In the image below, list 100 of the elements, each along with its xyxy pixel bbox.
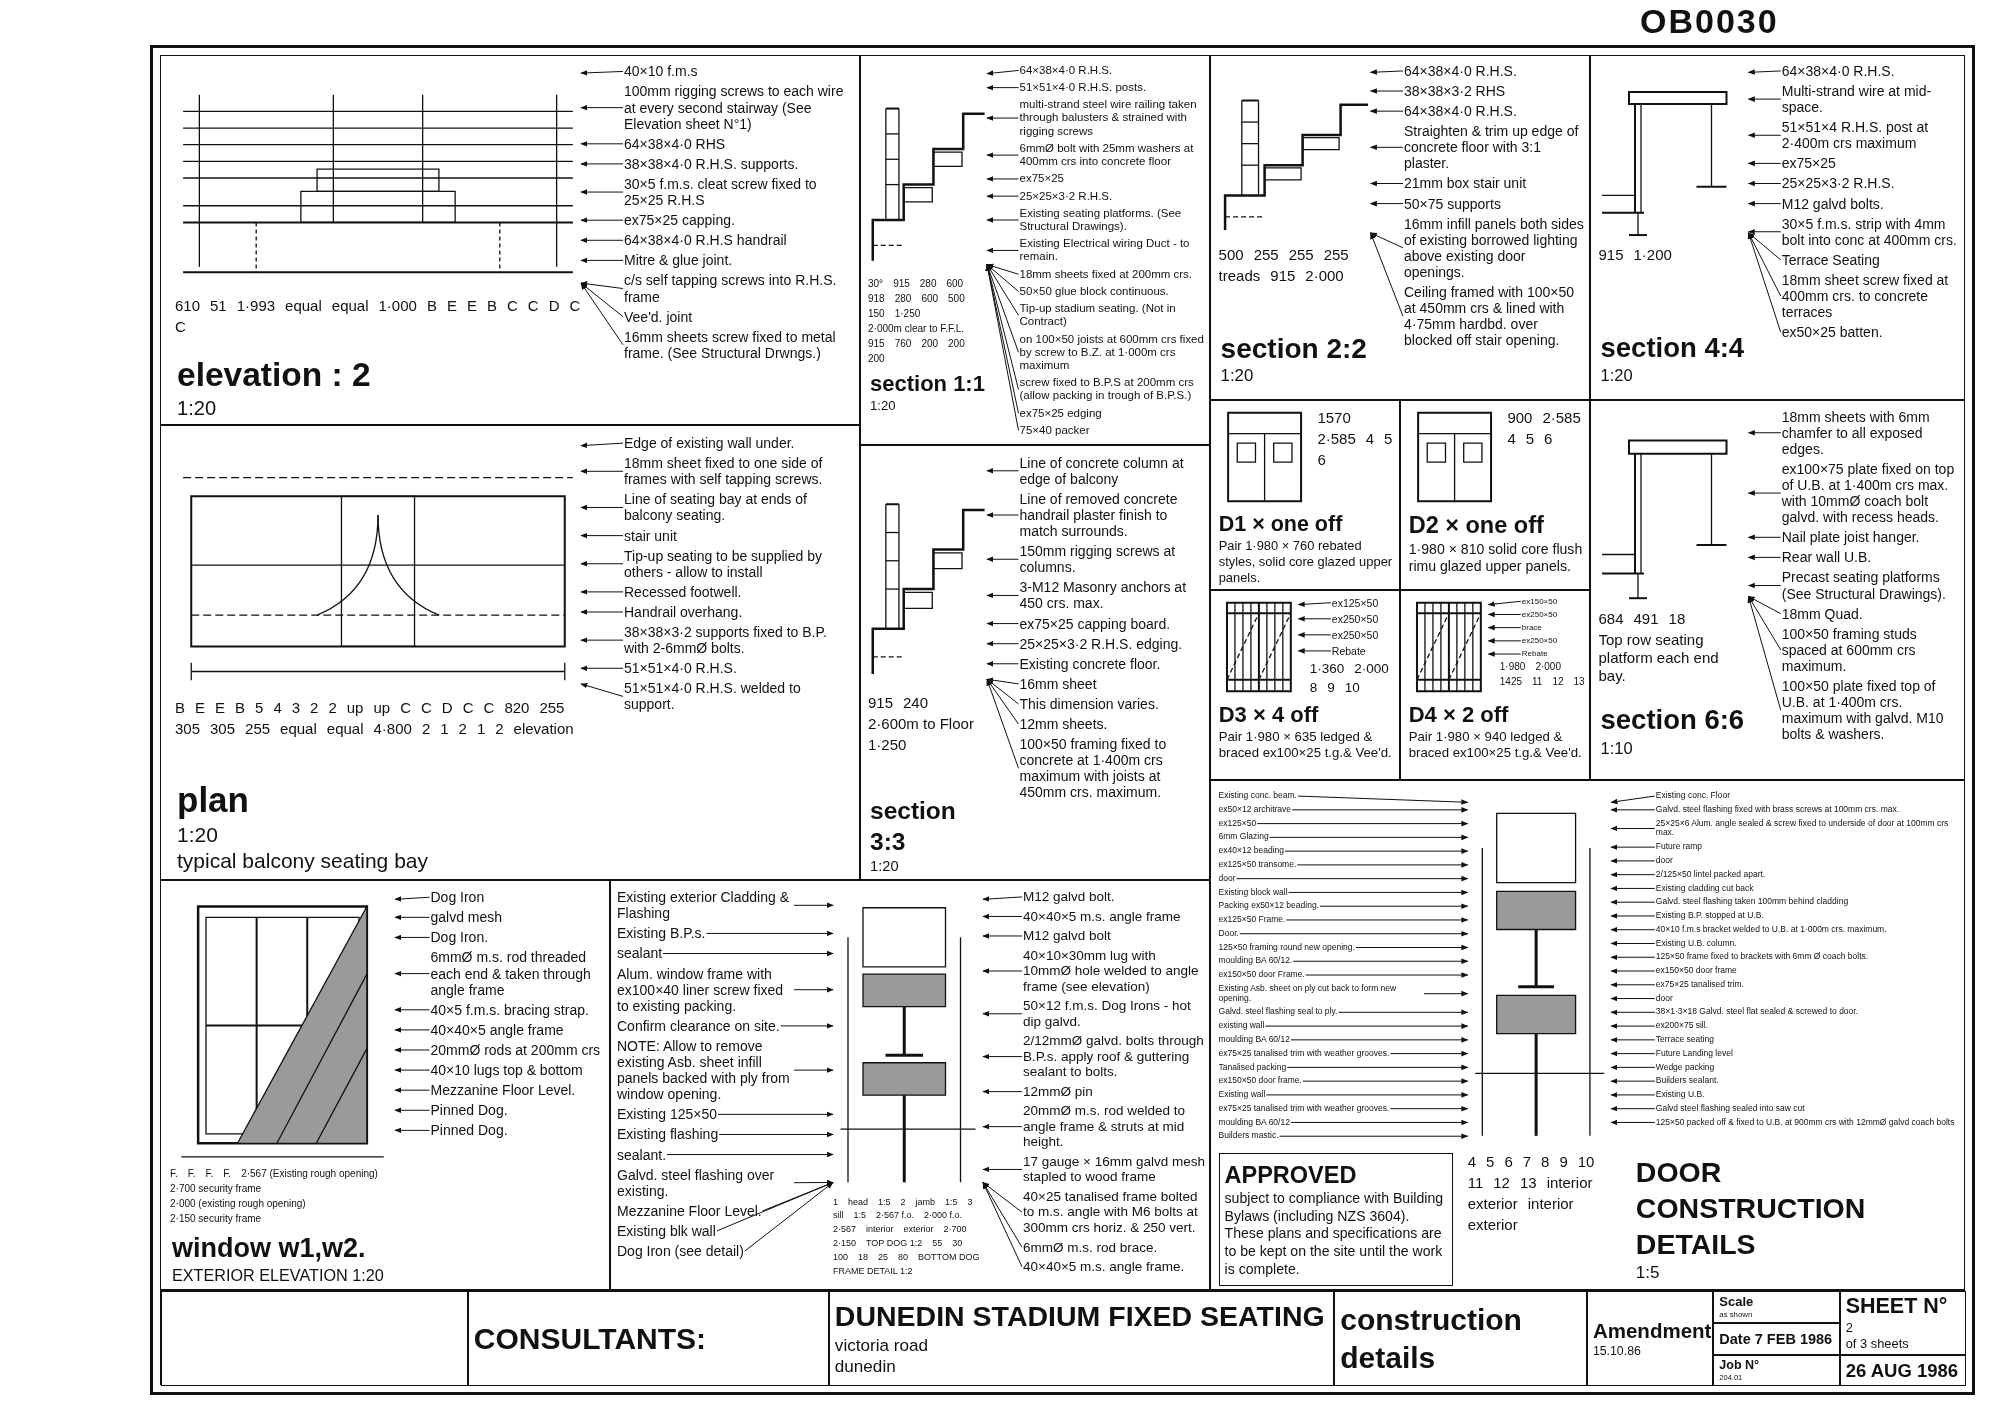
leader-line [1610, 940, 1656, 947]
drawing-label: 500 [948, 293, 965, 306]
drawing-label: 305 [210, 720, 236, 738]
leader-line [1747, 180, 1782, 187]
annotation-note: 75×40 packer [1019, 423, 1090, 438]
annotation-note: Ceiling framed with 100×50 at 450mm crs & lined with 4·75mm hardbd. over blocked off stair opening. [1404, 284, 1588, 349]
drawing-label: F. [205, 1168, 214, 1180]
leader-line [580, 70, 624, 76]
annotation-note: M12 galvd bolt [1023, 928, 1111, 944]
annotation-note: 40×25 tanalised frame bolted to m.s. angle with M6 bolts at 300mm crs horiz. & 250 vert. [1023, 1188, 1205, 1236]
annotation-note: 25×25×3·2 R.H.S. [1781, 175, 1895, 192]
view-caption: Pair 1·980 × 635 ledged & braced ex100×25 t.g.& Vee'd. [1218, 728, 1393, 762]
drawing-label: 200 [868, 353, 885, 365]
annotation-note: 21mm box stair unit [1404, 175, 1527, 192]
annotation-note: existing wall [1218, 1021, 1265, 1031]
annotation-note: 64×38×4·0 R.H.S. [1404, 103, 1517, 120]
approval-stamp [1218, 1153, 1453, 1286]
annotation-note: on 100×50 joists at 600mm crs fixed by screw to B.Z. at 1·000m crs maximum [1019, 332, 1208, 373]
drawing-label: jamb [915, 1196, 936, 1208]
leader-line [1319, 903, 1469, 909]
title-block-text: Job N° [1719, 1357, 1761, 1374]
drawing-label: B [235, 699, 246, 717]
view-caption: Pair 1·980 × 760 rebated styles, solid core glazed upper panels. [1218, 538, 1394, 587]
annotation-note: Door. [1218, 928, 1239, 939]
annotation-note: Confirm clearance on site. [617, 1017, 780, 1034]
annotation-note: Builders mastic. [1218, 1131, 1279, 1142]
leader-line [394, 1067, 430, 1073]
title-block [160, 1290, 1965, 1385]
annotation-note: ex75×25 tanalised trim with weather grooves. [1218, 1048, 1390, 1059]
annotation-note: Galvd. steel flashing taken 100mm behind cladding [1655, 897, 1849, 908]
drawing-label: 255 [539, 699, 565, 717]
leader-line [394, 1087, 430, 1093]
leader-line [986, 176, 1019, 182]
drawing-label: 305 [175, 720, 201, 738]
drawing-label: 2 [310, 699, 319, 717]
drawing-label: 1·000 [378, 296, 417, 315]
drawing-label: D [548, 296, 560, 315]
leader-line [1369, 180, 1404, 187]
annotation-note: 40×10 lugs top & bottom [430, 1062, 583, 1079]
drawing-label: 915 [893, 278, 910, 291]
leader-line [1747, 69, 1782, 75]
drawing-label: 915 [868, 338, 885, 351]
drawing-label: 51 [210, 296, 227, 315]
leader-line [744, 1182, 834, 1252]
leader-line [1747, 595, 1782, 711]
annotation-note: ex50×25 batten. [1781, 324, 1883, 341]
annotation-note: door [1655, 993, 1673, 1004]
annotation-note: 2/12mmØ galvd. bolts through B.P.s. apply roof & guttering sealant to bolts. [1023, 1033, 1205, 1080]
leader-line [716, 1182, 834, 1232]
annotation-note: 64×38×4·0 R.H.S. [1404, 62, 1517, 79]
leader-line [1610, 982, 1656, 988]
leader-line [986, 152, 1019, 158]
leader-line [1286, 1064, 1469, 1071]
leader-line [580, 257, 624, 264]
leader-line [1610, 1064, 1656, 1071]
drawing-label: 255 [1323, 245, 1349, 264]
annotation-note: 18mm Quad. [1781, 605, 1863, 622]
drawing-label: 2 [458, 720, 467, 738]
drawing-label: B [175, 699, 185, 717]
leader-line [1297, 632, 1332, 638]
drawing-label: F. [223, 1168, 232, 1180]
drawing-label: equal [331, 296, 369, 315]
annotation-note: 18mm sheets with 6mm chamfer to all exposed edges. [1781, 408, 1963, 457]
annotation-note: 12mm sheets. [1019, 716, 1108, 733]
drawing-label: sill [833, 1210, 844, 1222]
leader-line [1747, 228, 1782, 235]
leader-line [1370, 232, 1404, 317]
view-title: D1 × one off [1218, 511, 1344, 539]
leader-line [1288, 889, 1469, 896]
leader-line [394, 1007, 430, 1013]
leader-line [1302, 1078, 1469, 1084]
drawing-label: 4 [1467, 1153, 1477, 1172]
title-block-text: 26 AUG 1986 [1845, 1358, 1960, 1382]
annotation-note: moulding BA 60/12. [1218, 956, 1293, 967]
drawing-label: 13 [1573, 676, 1585, 689]
leader-line [580, 637, 624, 643]
title-block-text: CONSULTANTS: [473, 1320, 708, 1357]
drawing-label: 200 [948, 338, 965, 351]
leader-line [1264, 1023, 1469, 1029]
annotation-note: Existing B.P.s. [617, 925, 706, 942]
drawing-label: 2·585 [1317, 429, 1356, 448]
annotation-note: Mitre & glue joint. [624, 252, 733, 269]
annotation-note: ex150×50 [1521, 596, 1558, 606]
annotation-note: 16mm sheet [1019, 675, 1097, 692]
leader-line [1305, 972, 1469, 978]
drawing-panel [160, 55, 860, 425]
leader-line [982, 1166, 1023, 1173]
drawing-label: treads [1218, 266, 1261, 285]
drawing-label: exterior [1467, 1216, 1518, 1235]
leader-line [986, 556, 1019, 563]
annotation-note: 40×5 f.m.s. bracing strap. [430, 1001, 589, 1018]
leader-line [717, 1111, 834, 1118]
drawing-label: 280 [894, 293, 912, 306]
annotation-note: 18mm sheets fixed at 200mm crs. [1019, 267, 1193, 281]
annotation-note: ex100×75 plate fixed on top of U.B. at 1·400m crs max. with 10mmØ coach bolt galvd. with recess heads. [1781, 460, 1963, 526]
annotation-note: 100×50 framing fixed to concrete at 1·400m crs maximum with joists at 450mm crs. maximum. [1019, 736, 1208, 801]
annotation-note: Tip-up seating to be supplied by others - allow to install [624, 547, 854, 580]
drawing-label: 2·000 f.o. [924, 1210, 963, 1222]
leader-line [1369, 108, 1404, 114]
view-caption: 1·980 × 810 solid core flush rimu glazed upper panels. [1408, 540, 1584, 576]
